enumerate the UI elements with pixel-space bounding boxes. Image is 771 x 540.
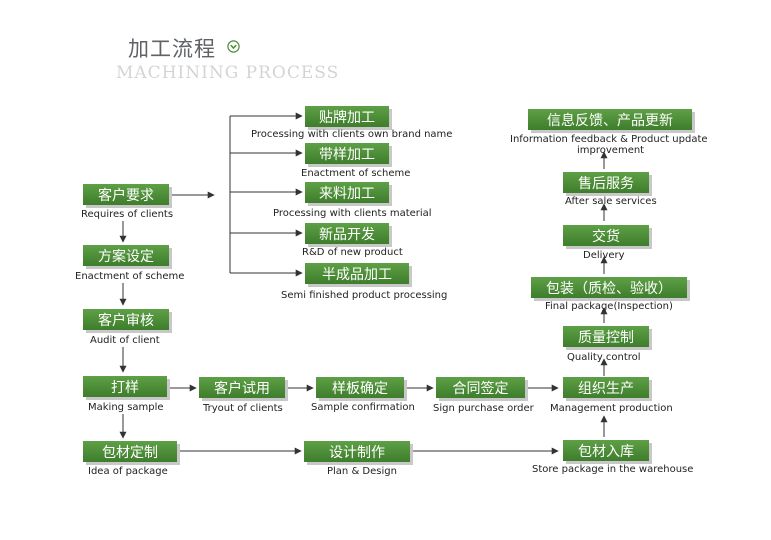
- caption-feedback-2: improvement: [577, 145, 645, 156]
- caption-production: Management production: [550, 403, 673, 414]
- step-requirements: 客户要求: [83, 184, 169, 205]
- step-scheme: 方案设定: [83, 245, 169, 266]
- step-after-sale: 售后服务: [563, 172, 649, 193]
- caption-sample: Making sample: [88, 402, 164, 413]
- caption-feedback-1: Information feedback & Product update: [510, 134, 708, 145]
- step-package-idea: 包材定制: [83, 441, 177, 462]
- caption-final-package: Final package(Inspection): [545, 301, 673, 312]
- step-quality: 质量控制: [563, 326, 649, 347]
- step-delivery: 交货: [563, 225, 649, 246]
- caption-scheme: Enactment of scheme: [75, 271, 185, 282]
- caption-design: Plan & Design: [327, 466, 397, 477]
- caption-audit: Audit of client: [90, 335, 160, 346]
- step-sample-process: 带样加工: [305, 143, 389, 164]
- caption-contract: Sign purchase order: [433, 403, 534, 414]
- caption-confirm: Sample confirmation: [311, 402, 415, 413]
- step-new-product: 新品开发: [305, 223, 389, 244]
- caption-semi-finished: Semi finished product processing: [281, 290, 448, 301]
- step-design: 设计制作: [304, 441, 410, 462]
- caption-oem: Processing with clients own brand name: [251, 129, 453, 140]
- step-contract: 合同签定: [436, 377, 525, 398]
- step-feedback: 信息反馈、产品更新: [528, 109, 692, 130]
- step-oem: 贴牌加工: [305, 106, 389, 127]
- step-tryout: 客户试用: [199, 377, 285, 398]
- step-production: 组织生产: [563, 377, 649, 398]
- caption-new-product: R&D of new product: [302, 247, 403, 258]
- caption-after-sale: After sale services: [565, 196, 657, 207]
- step-final-package: 包装（质检、验收）: [531, 277, 687, 298]
- caption-material: Processing with clients material: [273, 208, 432, 219]
- caption-requirements: Requires of clients: [81, 209, 174, 220]
- step-material: 来料加工: [305, 182, 389, 203]
- step-semi-finished: 半成品加工: [305, 263, 409, 284]
- caption-store: Store package in the warehouse: [532, 464, 694, 475]
- caption-sample-process: Enactment of scheme: [301, 168, 411, 179]
- step-confirm: 样板确定: [316, 377, 404, 398]
- circle-chevron-down-icon: [227, 40, 240, 53]
- step-store: 包材入库: [563, 440, 649, 461]
- caption-package-idea: Idea of package: [88, 466, 168, 477]
- step-sample: 打样: [83, 376, 167, 397]
- caption-delivery: Delivery: [583, 250, 625, 261]
- page-title: 加工流程: [128, 37, 216, 61]
- step-audit: 客户审核: [83, 309, 169, 330]
- caption-quality: Quality control: [567, 352, 641, 363]
- caption-tryout: Tryout of clients: [203, 403, 283, 414]
- page-subtitle: MACHINING PROCESS: [116, 63, 340, 83]
